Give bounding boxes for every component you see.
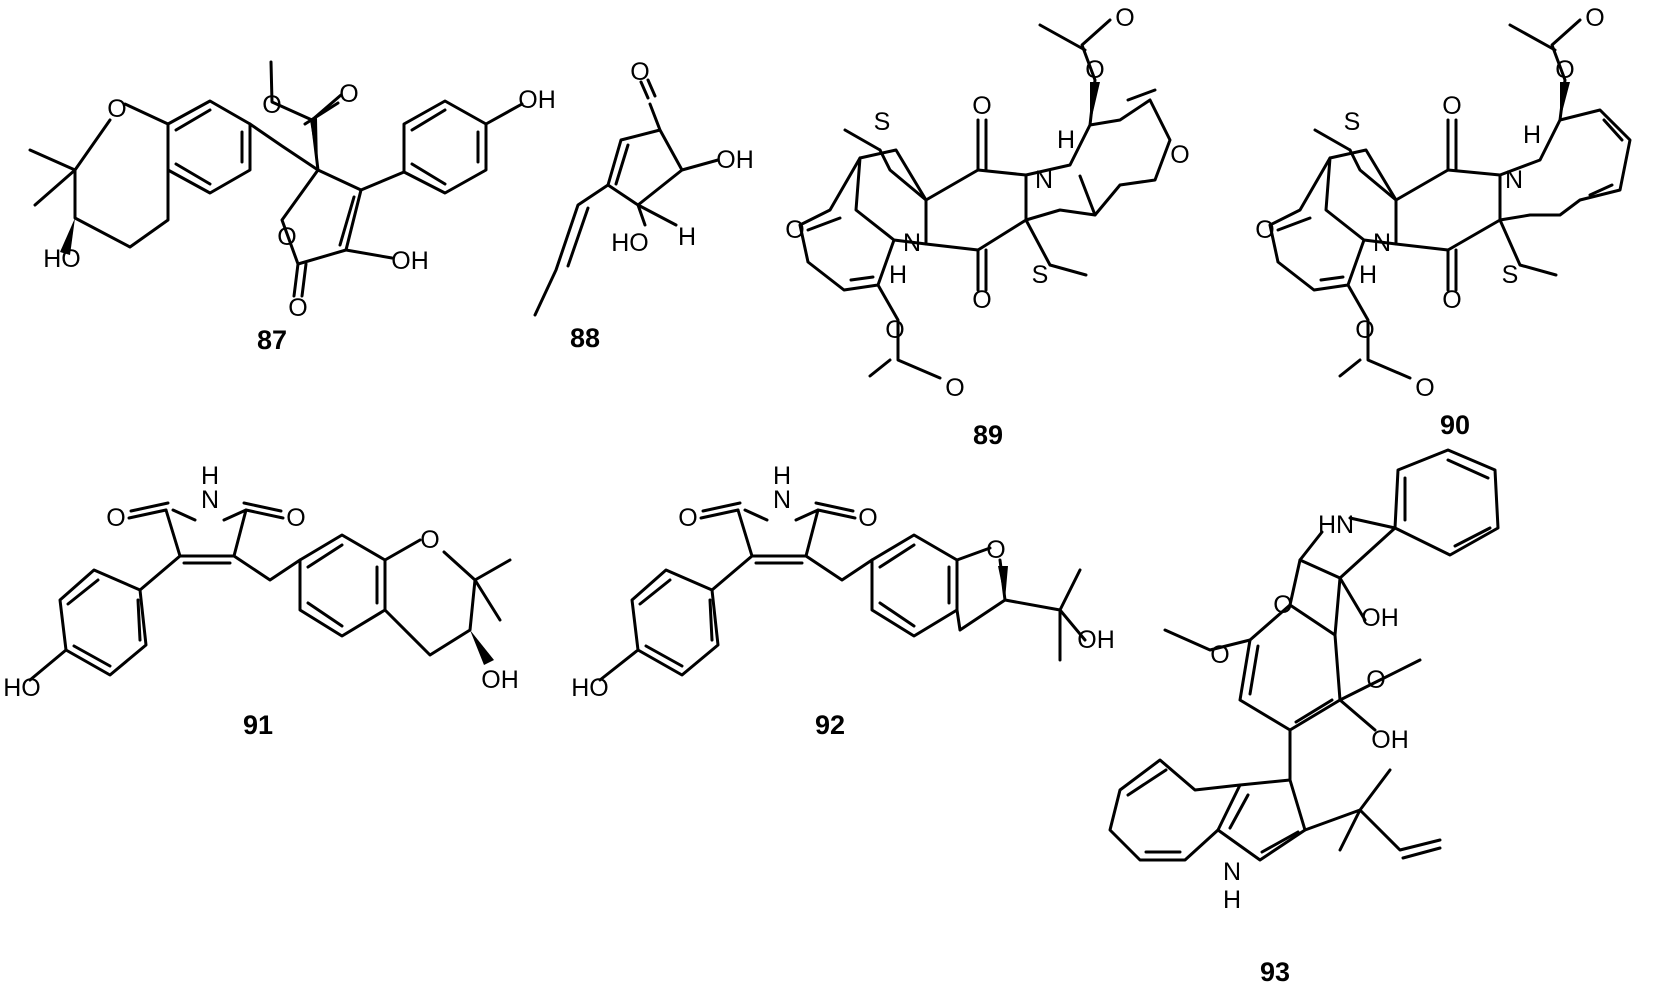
atom-label: O: [1273, 591, 1292, 619]
structure-93: HN O OH O O OH N H 93: [1108, 448, 1500, 987]
atom-label: HO: [3, 674, 41, 702]
atom-label: HO: [611, 229, 649, 257]
atom-label: OH: [1361, 604, 1399, 632]
atom-label: H: [1359, 261, 1377, 289]
compound-id-92: 92: [815, 710, 845, 740]
atom-label: N: [1223, 858, 1241, 886]
atom-label: O: [286, 504, 305, 532]
atom-label: O: [945, 374, 964, 402]
atom-label: HO: [571, 674, 609, 702]
atom-label: H: [773, 462, 791, 490]
atom-label: N: [903, 229, 921, 257]
atom-label: O: [1442, 286, 1461, 314]
atom-label: O: [262, 91, 281, 119]
atom-label: O: [972, 92, 991, 120]
atom-label: OH: [391, 247, 429, 275]
atom-label: O: [1255, 216, 1274, 244]
structure-90: S O N H O O O N H O S O O 90: [1255, 4, 1632, 440]
atom-label: H: [1223, 886, 1241, 914]
atom-label: O: [1085, 56, 1104, 84]
atom-label: N: [1373, 229, 1391, 257]
structure-89: S O N H O O O O N H O S O O 89: [785, 4, 1189, 450]
atom-label: OH: [716, 146, 754, 174]
structure-92: N H O O O OH HO 92: [571, 462, 1115, 740]
atom-label: O: [1170, 141, 1189, 169]
atom-label: O: [420, 526, 439, 554]
atom-label: OH: [1371, 726, 1409, 754]
atom-label: O: [1115, 4, 1134, 32]
atom-label: O: [1585, 4, 1604, 32]
atom-label: OH: [481, 666, 519, 694]
compound-id-89: 89: [973, 420, 1003, 450]
atom-label: HN: [1318, 511, 1354, 539]
atom-label: O: [1415, 374, 1434, 402]
atom-label: O: [858, 504, 877, 532]
compound-id-90: 90: [1440, 410, 1470, 440]
atom-label: O: [972, 286, 991, 314]
atom-label: HO: [43, 245, 81, 273]
atom-label: N: [773, 486, 791, 514]
atom-label: H: [1057, 126, 1075, 154]
compound-id-87: 87: [257, 325, 287, 355]
atom-label: O: [1210, 641, 1229, 669]
structure-87: O O O HO OH O OH O 87: [28, 60, 556, 355]
atom-label: N: [1035, 166, 1053, 194]
structure-88: O OH HO H 88: [533, 58, 754, 353]
compound-id-91: 91: [243, 710, 273, 740]
atom-label: O: [277, 223, 296, 251]
atom-label: O: [1366, 666, 1385, 694]
atom-label: OH: [518, 86, 556, 114]
atom-label: O: [885, 316, 904, 344]
atom-label: O: [785, 216, 804, 244]
atom-label: O: [986, 536, 1005, 564]
atom-label: O: [339, 80, 358, 108]
atom-label: H: [201, 462, 219, 490]
atom-label: N: [1505, 166, 1523, 194]
structure-91: N H O O O OH HO 91: [3, 462, 519, 740]
atom-label: S: [1344, 108, 1361, 136]
atom-label: O: [107, 95, 126, 123]
atom-label: OH: [1077, 626, 1115, 654]
atom-label: H: [1523, 121, 1541, 149]
atom-label: N: [201, 486, 219, 514]
compound-id-93: 93: [1260, 957, 1290, 987]
atom-label: S: [1502, 261, 1519, 289]
atom-label: H: [678, 223, 696, 251]
atom-label: H: [889, 261, 907, 289]
compound-id-88: 88: [570, 323, 600, 353]
atom-label: O: [288, 294, 307, 322]
atom-label: S: [874, 108, 891, 136]
atom-label: O: [630, 58, 649, 86]
atom-label: O: [678, 504, 697, 532]
atom-label: O: [106, 504, 125, 532]
atom-label: O: [1355, 316, 1374, 344]
atom-label: O: [1442, 92, 1461, 120]
atom-label: O: [1555, 56, 1574, 84]
atom-label: S: [1032, 261, 1049, 289]
